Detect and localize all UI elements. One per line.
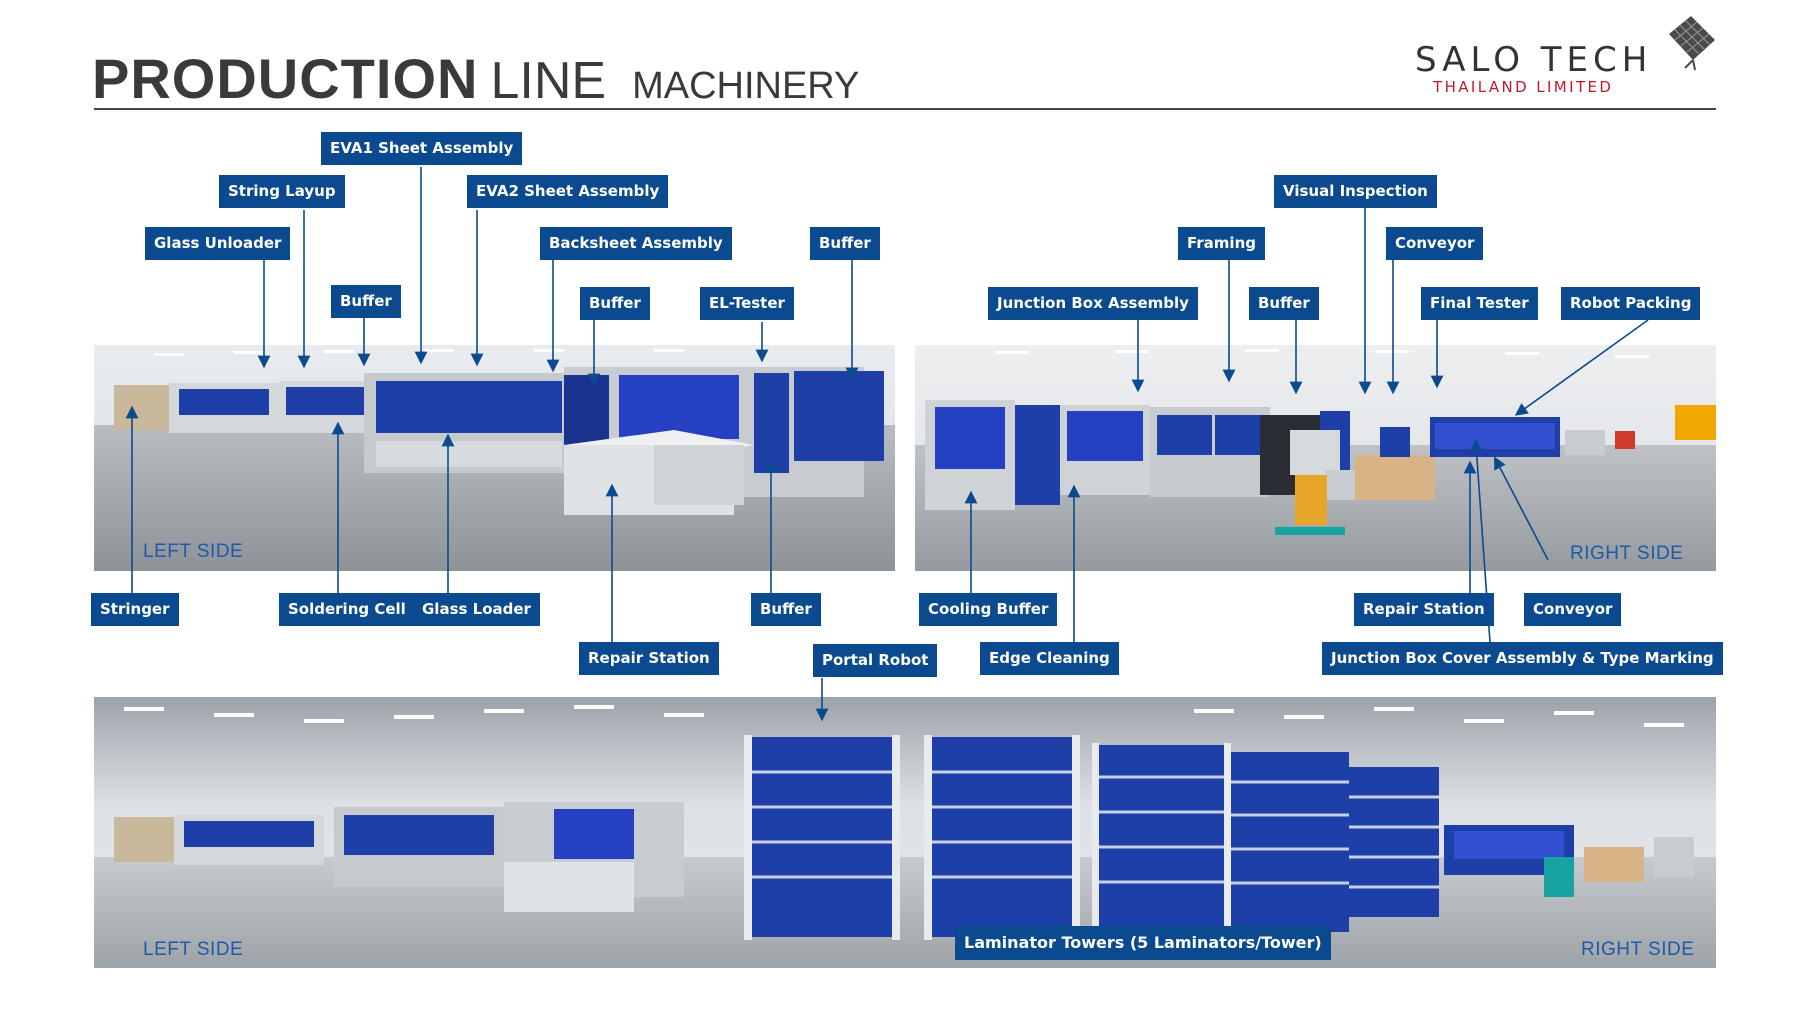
tag-buffer-top-right[interactable]: Buffer [810,227,880,260]
tag-buffer-bottom[interactable]: Buffer [751,593,821,626]
tag-buffer-top-2[interactable]: Buffer [580,287,650,320]
left-side-photo: LEFT SIDE [94,345,895,571]
solar-panel-icon [1669,16,1715,71]
title-light: LINE [490,52,607,110]
tag-conveyor-bottom[interactable]: Conveyor [1524,593,1622,626]
panorama-right-label: RIGHT SIDE [1581,939,1695,960]
right-side-label: RIGHT SIDE [1570,543,1684,564]
tag-edge-cleaning[interactable]: Edge Cleaning [980,642,1119,675]
panorama-photo: LEFT SIDE RIGHT SIDE [94,697,1716,968]
tag-visual-inspection[interactable]: Visual Inspection [1274,175,1437,208]
header-divider [94,108,1716,110]
tag-conveyor-top[interactable]: Conveyor [1386,227,1484,260]
tag-glass-unloader[interactable]: Glass Unloader [145,227,291,260]
tag-soldering-cell[interactable]: Soldering Cell [279,593,415,626]
tag-repair-station-left[interactable]: Repair Station [579,642,719,675]
logo-tagline: THAILAND LIMITED [1433,78,1614,96]
title-subtitle: MACHINERY [632,65,860,107]
tag-glass-loader[interactable]: Glass Loader [413,593,540,626]
panorama-left-label: LEFT SIDE [143,939,244,960]
tag-buffer-right[interactable]: Buffer [1249,287,1319,320]
tag-string-layup[interactable]: String Layup [219,175,345,208]
title-bold: PRODUCTION [92,47,479,110]
tag-junction-box-cover[interactable]: Junction Box Cover Assembly & Type Marki… [1322,642,1723,675]
tag-laminator-towers[interactable]: Laminator Towers (5 Laminators/Tower) [955,926,1331,960]
tag-el-tester[interactable]: EL-Tester [700,287,794,320]
left-side-label: LEFT SIDE [143,541,244,562]
company-logo: SALO TECH THAILAND LIMITED [1415,14,1715,100]
tag-robot-packing[interactable]: Robot Packing [1561,287,1701,320]
tag-framing[interactable]: Framing [1178,227,1265,260]
tag-cooling-buffer[interactable]: Cooling Buffer [919,593,1058,626]
right-side-photo: RIGHT SIDE [915,345,1716,571]
laminator-tower-graphics [744,735,1439,940]
tag-portal-robot[interactable]: Portal Robot [813,644,938,677]
tag-buffer-top-1[interactable]: Buffer [331,285,401,318]
logo-name: SALO TECH [1415,40,1653,80]
tag-final-tester[interactable]: Final Tester [1421,287,1538,320]
tag-junction-box-assembly[interactable]: Junction Box Assembly [988,287,1198,320]
tag-eva1-sheet-assembly[interactable]: EVA1 Sheet Assembly [321,132,523,165]
tag-eva2-sheet-assembly[interactable]: EVA2 Sheet Assembly [467,175,669,208]
tag-stringer[interactable]: Stringer [91,593,179,626]
tag-repair-station-right[interactable]: Repair Station [1354,593,1494,626]
tag-backsheet-assembly[interactable]: Backsheet Assembly [540,227,732,260]
